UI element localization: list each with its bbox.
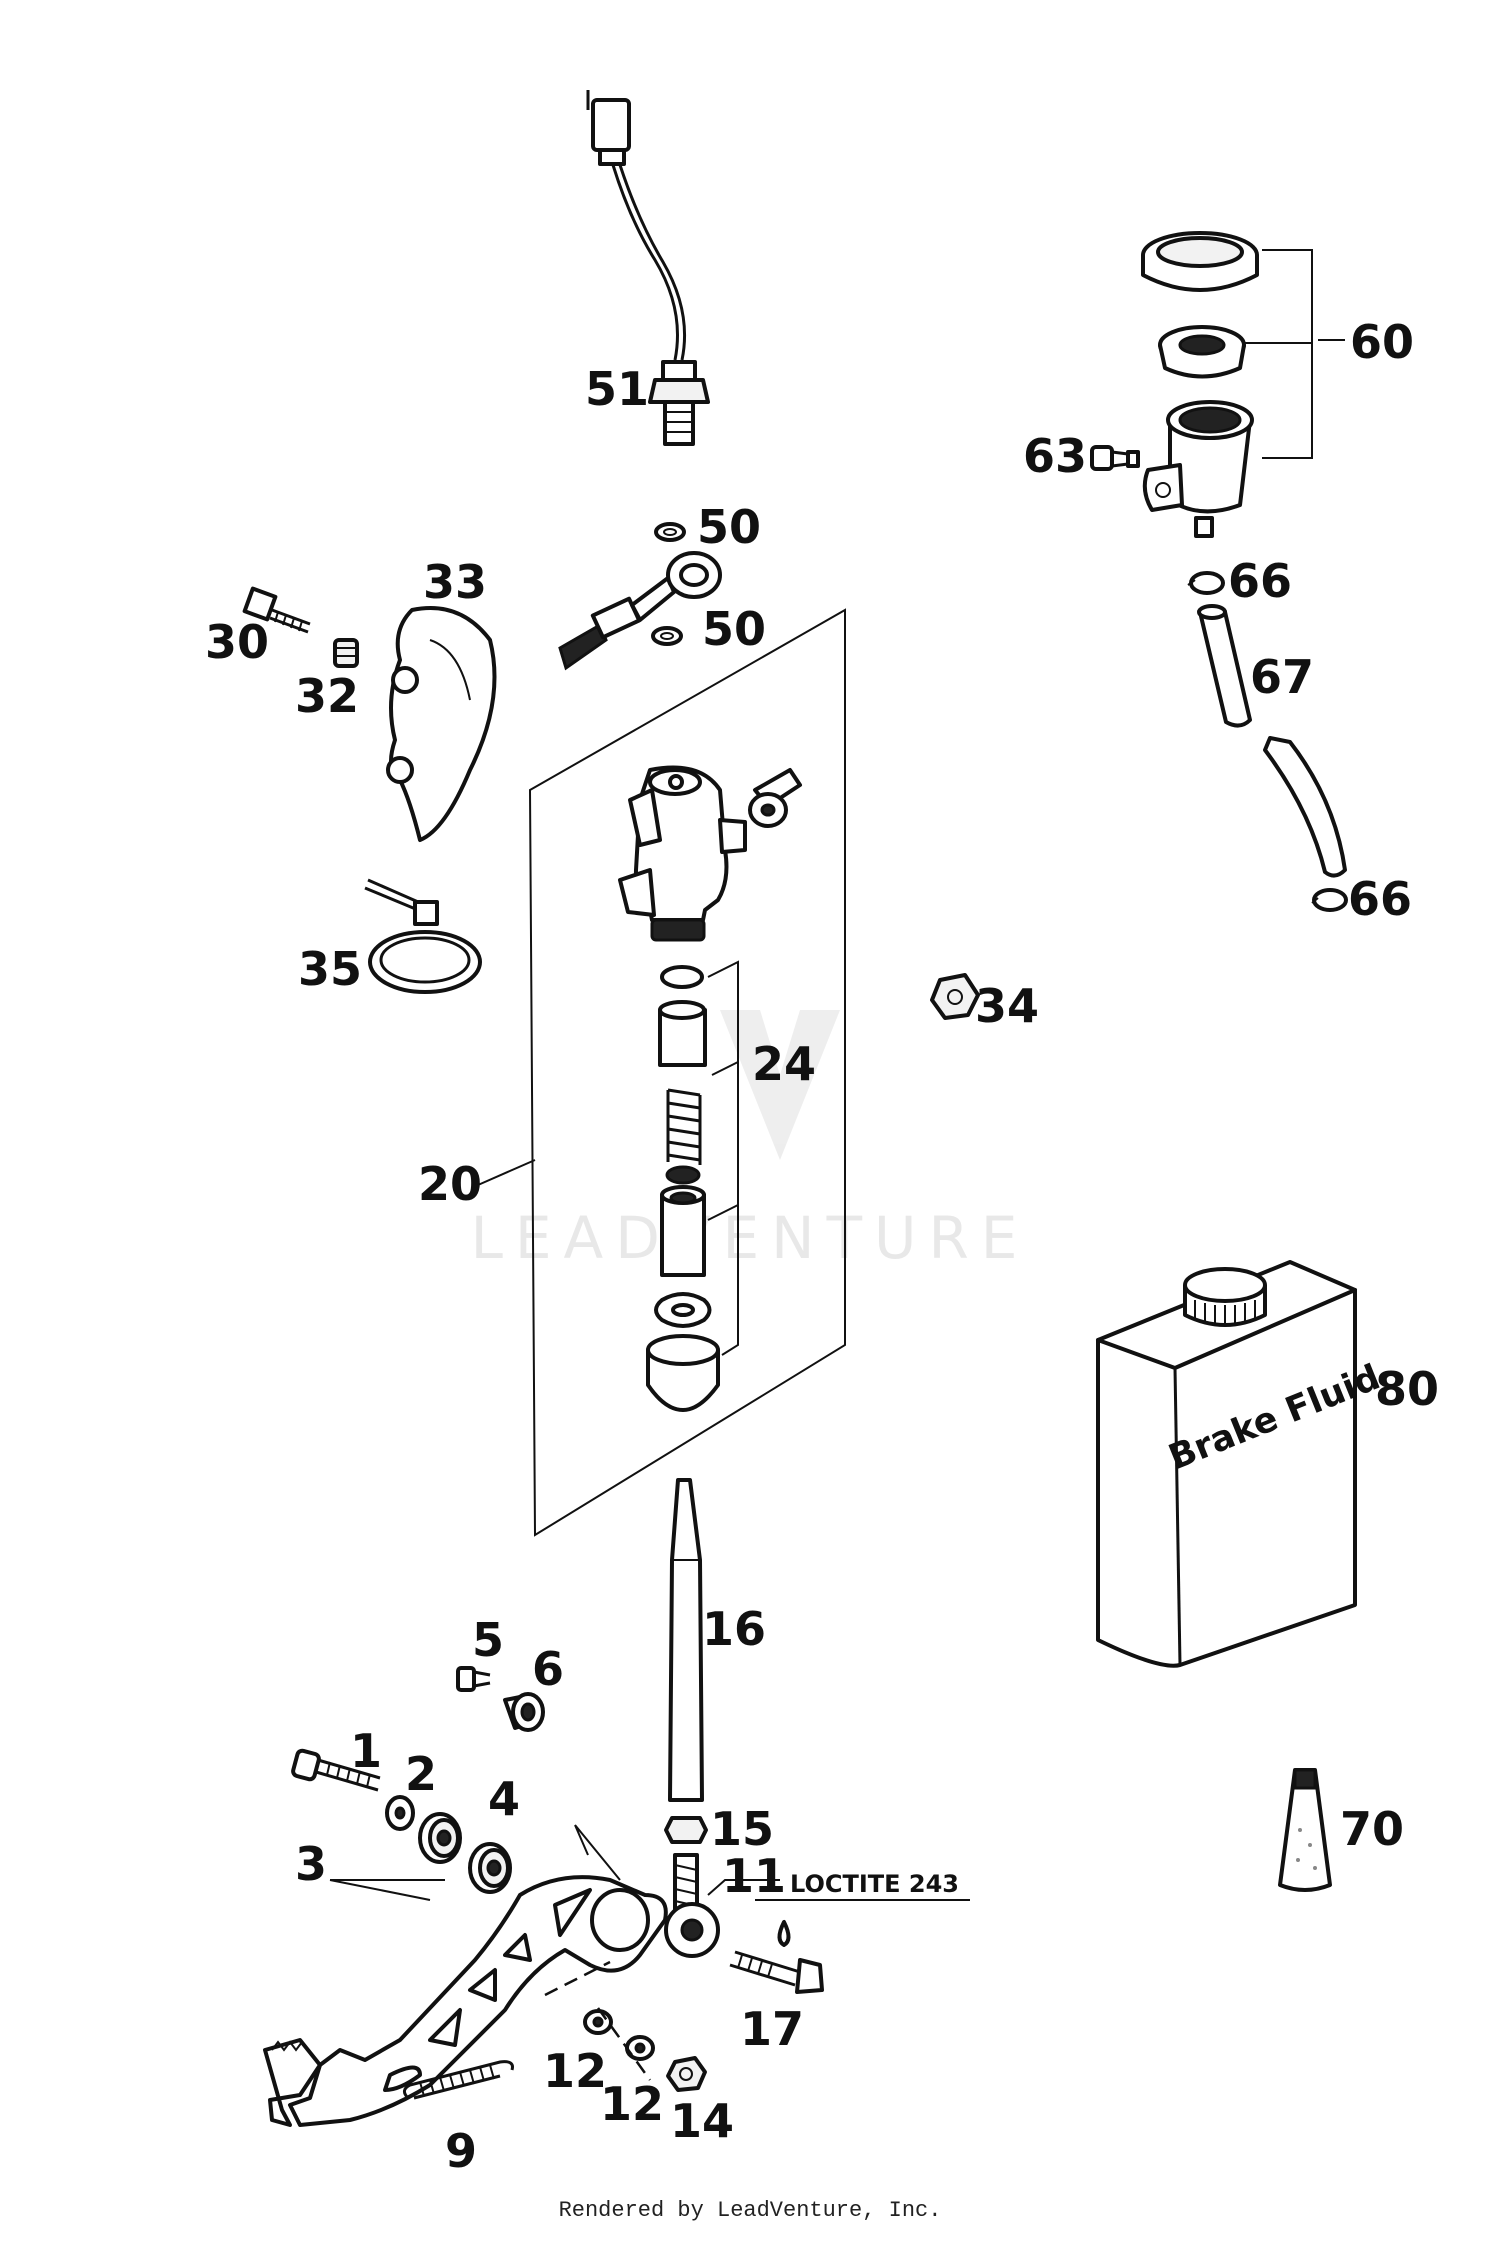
loctite-drop-icon xyxy=(777,1920,791,1947)
callout-60: 60 xyxy=(1350,315,1414,369)
part-12-washer-a xyxy=(583,2009,613,2035)
part-15-nut xyxy=(664,1816,708,1844)
master-cylinder-body xyxy=(618,765,747,942)
callout-6: 6 xyxy=(532,1642,564,1696)
part-16-push-rod xyxy=(668,1478,704,1802)
callout-15: 15 xyxy=(710,1802,774,1856)
part-12-washer-b xyxy=(625,2035,655,2061)
part-60-reservoir-cap xyxy=(1141,231,1259,292)
part-35-cable-tie xyxy=(364,878,482,994)
callouts: 1 2 3 4 5 6 9 11 12 12 14 15 16 17 20 24… xyxy=(205,315,1439,2178)
callout-5: 5 xyxy=(472,1613,504,1667)
callout-24: 24 xyxy=(752,1037,816,1091)
part-9-spring xyxy=(403,2060,514,2100)
part-20-assembly-box xyxy=(528,608,846,1537)
part-24-repair-kit xyxy=(646,960,739,1412)
part-34-nut xyxy=(930,973,980,1020)
callout-50-a: 50 xyxy=(697,500,761,554)
callout-50-b: 50 xyxy=(702,602,766,656)
part-33-heel-guard xyxy=(386,606,497,842)
callout-20: 20 xyxy=(418,1157,482,1211)
callout-2: 2 xyxy=(405,1747,437,1801)
callout-35: 35 xyxy=(298,942,362,996)
watermark-text: LEADVENTURE xyxy=(471,1204,1030,1272)
callout-17: 17 xyxy=(740,2002,804,2056)
callout-33: 33 xyxy=(423,555,487,609)
callout-70: 70 xyxy=(1340,1802,1404,1856)
part-30-bolt xyxy=(242,586,311,634)
callout-34: 34 xyxy=(975,979,1039,1033)
part-66-clamp-lower xyxy=(1311,888,1348,912)
part-32-nut xyxy=(333,638,359,668)
loctite-label: LOCTITE 243 xyxy=(790,1870,959,1898)
part-50-washers xyxy=(651,522,686,646)
part-2-washer xyxy=(385,1795,415,1831)
watermark: LEADVENTURE xyxy=(471,1010,1030,1272)
footer-credit: Rendered by LeadVenture, Inc. xyxy=(558,2198,942,2223)
callout-63: 63 xyxy=(1023,429,1087,483)
part-5-screw xyxy=(456,1666,491,1692)
part-80-brake-fluid-container: Brake Fluid xyxy=(1096,1260,1386,1668)
callout-80: 80 xyxy=(1375,1362,1439,1416)
assembly-dash-line xyxy=(544,1960,652,2081)
callout-16: 16 xyxy=(702,1602,766,1656)
part-14-nut xyxy=(666,2056,707,2092)
callout-12-b: 12 xyxy=(600,2077,664,2131)
callout-11: 11 xyxy=(722,1849,786,1903)
callout-30: 30 xyxy=(205,615,269,669)
part-3-brake-pedal xyxy=(263,1875,668,2127)
callout-12-a: 12 xyxy=(543,2044,607,2098)
part-6-bushing xyxy=(503,1692,545,1732)
part-60-diaphragm xyxy=(1158,325,1246,379)
callout-67: 67 xyxy=(1250,650,1314,704)
part-70-loctite-tube xyxy=(1278,1768,1332,1892)
callout-14: 14 xyxy=(670,2094,734,2148)
elbow-fitting xyxy=(748,768,802,828)
part-66-clamp-upper xyxy=(1187,571,1225,595)
callout-32: 32 xyxy=(295,669,359,723)
part-60-reservoir-body xyxy=(1142,249,1313,538)
leader-lines xyxy=(329,339,1345,1901)
part-4-bearing-inner xyxy=(468,1842,512,1894)
part-1-bolt xyxy=(291,1748,381,1792)
brake-hose-banjo xyxy=(558,551,722,671)
callout-66-b: 66 xyxy=(1348,872,1412,926)
callout-1: 1 xyxy=(350,1724,382,1778)
part-11-clevis xyxy=(664,1853,720,1958)
part-67-hose xyxy=(1197,604,1347,878)
part-4-bearing-outer xyxy=(418,1812,462,1864)
part-51-brake-light-switch xyxy=(586,90,710,446)
part-63-screw xyxy=(1090,445,1140,471)
part-17-bolt xyxy=(729,1950,824,1994)
callout-66-a: 66 xyxy=(1228,554,1292,608)
callout-9: 9 xyxy=(445,2124,477,2178)
callout-51: 51 xyxy=(585,362,649,416)
callout-4: 4 xyxy=(488,1772,520,1826)
callout-3: 3 xyxy=(295,1837,327,1891)
